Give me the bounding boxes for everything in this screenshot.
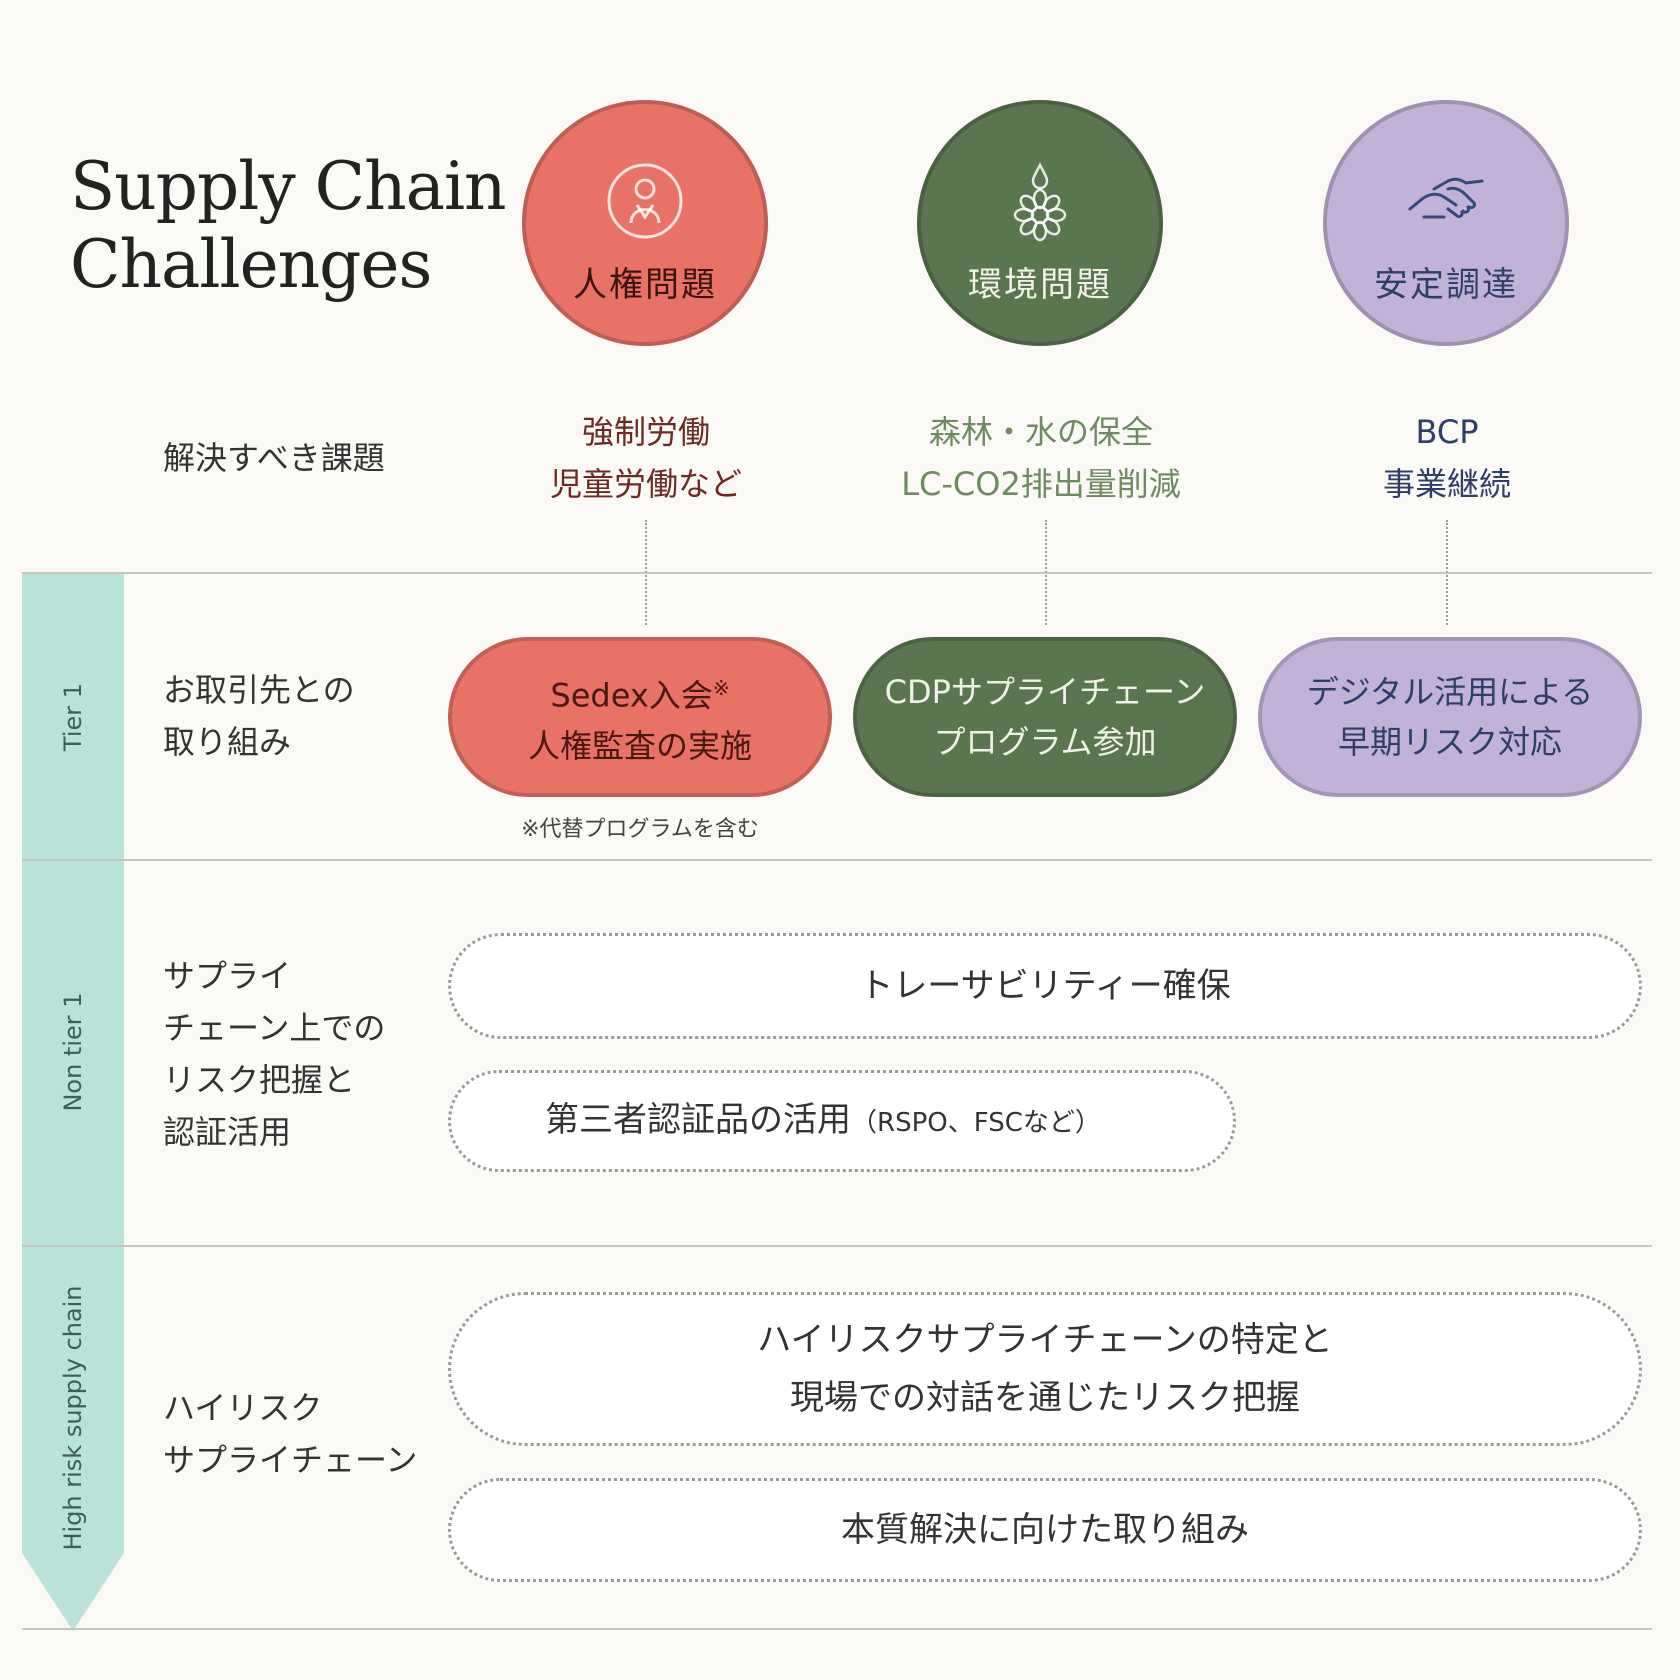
- category-label: 人権問題: [573, 264, 717, 305]
- outline-text-main: 第三者認証品の活用: [545, 1099, 851, 1140]
- category-environment: 環境問題: [917, 100, 1163, 346]
- divider-line: [22, 1628, 1652, 1630]
- issue-environment: 森林・水の保全 LC-CO2排出量削減: [841, 406, 1241, 510]
- page-title: Supply Chain Challenges: [70, 148, 507, 304]
- pill-text: Sedex入会: [550, 676, 713, 715]
- row-label-line: 認証活用: [163, 1113, 292, 1151]
- issue-line: 強制労働: [581, 413, 710, 451]
- pill-line: 早期リスク対応: [1337, 723, 1562, 761]
- outline-text: ハイリスクサプライチェーンの特定と: [757, 1320, 1333, 1360]
- issue-line: 児童労働など: [549, 465, 742, 503]
- tier1-item-cdp: CDPサプライチェーン プログラム参加: [853, 637, 1237, 797]
- title-line-1: Supply Chain: [70, 148, 507, 225]
- issues-row-label: 解決すべき課題: [163, 439, 385, 477]
- issue-line: 事業継続: [1382, 465, 1511, 503]
- high-risk-row-label: ハイリスク サプライチェーン: [163, 1382, 417, 1486]
- category-label: 安定調達: [1374, 264, 1518, 305]
- outline-text: 本質解決に向けた取り組み: [841, 1510, 1249, 1550]
- high-risk-item-essential-solution: 本質解決に向けた取り組み: [448, 1478, 1642, 1582]
- issue-line: LC-CO2排出量削減: [901, 465, 1181, 503]
- row-label-line: ハイリスク: [163, 1389, 323, 1427]
- divider-line: [22, 572, 1652, 574]
- title-line-2: Challenges: [70, 226, 432, 303]
- row-label-line: サプライ: [163, 957, 292, 995]
- sidebar-label-high-risk: High risk supply chain: [59, 1285, 87, 1551]
- outline-text: トレーサビリティー確保: [859, 966, 1231, 1006]
- row-label-line: サプライチェーン: [163, 1441, 418, 1479]
- row-label-line: リスク把握と: [163, 1061, 356, 1099]
- outline-text: 第三者認証品の活用（RSPO、FSCなど）: [545, 1091, 1101, 1152]
- tier1-item-sedex: Sedex入会※ 人権監査の実施: [448, 637, 832, 797]
- footnote: ※代替プログラムを含む: [521, 817, 759, 842]
- row-label-line: チェーン上での: [163, 1009, 386, 1047]
- asterisk-mark: ※: [712, 676, 730, 701]
- row-label-line: お取引先との: [163, 671, 355, 709]
- non-tier1-item-certification: 第三者認証品の活用（RSPO、FSCなど）: [448, 1070, 1236, 1172]
- issue-stable-procurement: BCP 事業継続: [1247, 406, 1647, 510]
- category-label: 環境問題: [968, 264, 1112, 305]
- tier1-row-label: お取引先との 取り組み: [163, 664, 355, 768]
- category-stable-procurement: 安定調達: [1323, 100, 1569, 346]
- divider-line: [22, 1245, 1652, 1247]
- issue-line: 森林・水の保全: [928, 413, 1153, 451]
- category-human-rights: 人権問題: [522, 100, 768, 346]
- handshake-icon: [1408, 177, 1484, 218]
- sidebar-label-non-tier1: Non tier 1: [59, 992, 87, 1112]
- non-tier1-row-label: サプライ チェーン上での リスク把握と 認証活用: [163, 950, 385, 1158]
- non-tier1-item-traceability: トレーサビリティー確保: [448, 933, 1642, 1039]
- pill-line: Sedex入会※: [550, 663, 729, 721]
- issue-line: BCP: [1415, 413, 1479, 451]
- person-icon: [607, 163, 683, 238]
- outline-text: 現場での対話を通じたリスク把握: [790, 1378, 1300, 1418]
- outline-text-suffix: （RSPO、FSCなど）: [851, 1107, 1101, 1138]
- pill-line: プログラム参加: [933, 723, 1157, 761]
- pill-line: CDPサプライチェーン: [884, 673, 1206, 711]
- issue-human-rights: 強制労働 児童労働など: [446, 406, 846, 510]
- sidebar-label-tier1: Tier 1: [59, 682, 87, 752]
- tier1-item-digital: デジタル活用による 早期リスク対応: [1258, 637, 1642, 797]
- pill-line: デジタル活用による: [1306, 673, 1594, 711]
- flower-water-icon: [1013, 161, 1067, 241]
- row-label-line: 取り組み: [163, 723, 292, 761]
- divider-line: [22, 859, 1652, 861]
- pill-line: 人権監査の実施: [527, 726, 752, 765]
- high-risk-item-identification: ハイリスクサプライチェーンの特定と 現場での対話を通じたリスク把握: [448, 1292, 1642, 1446]
